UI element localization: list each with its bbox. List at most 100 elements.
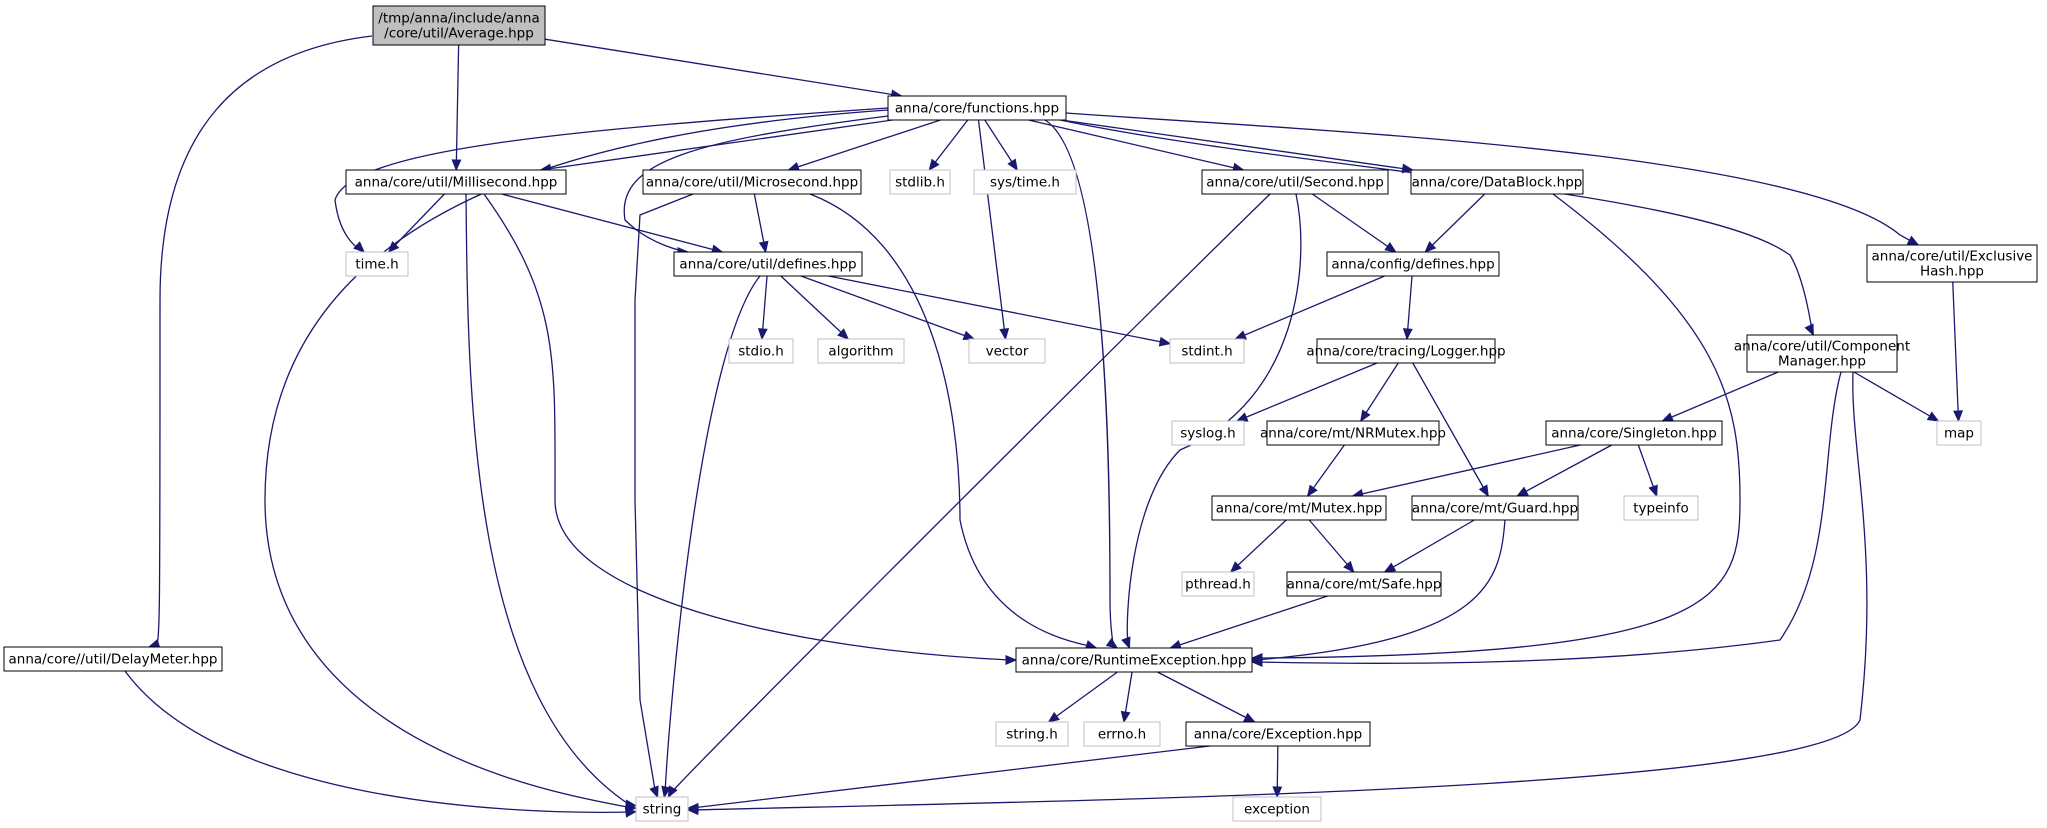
node-millisecond[interactable]: anna/core/util/Millisecond.hpp — [345, 169, 567, 195]
edge-arrowhead — [1401, 163, 1414, 174]
edge-line — [667, 193, 1271, 798]
node-logger[interactable]: anna/core/tracing/Logger.hpp — [1306, 338, 1506, 364]
edge-functions-to-exclusivehash — [1065, 112, 1920, 246]
edge-utildefines-to-vector — [800, 275, 976, 341]
node-singleton[interactable]: anna/core/Singleton.hpp — [1545, 420, 1723, 446]
edge-line — [1252, 519, 1506, 661]
edge-microsecond-to-utildefines — [753, 193, 769, 254]
edge-line — [1424, 193, 1486, 253]
node-label: anna/core/util/Component — [1734, 339, 1910, 355]
edge-millisecond-to-timeh — [387, 193, 445, 253]
edge-arrowhead — [1250, 655, 1263, 665]
node-label: anna/core/mt/Mutex.hpp — [1216, 501, 1383, 517]
node-label: exception — [1244, 802, 1310, 818]
node-label: map — [1944, 426, 1974, 442]
node-guard[interactable]: anna/core/mt/Guard.hpp — [1411, 495, 1579, 521]
edge-exception_hpp-to-string — [686, 745, 1211, 813]
node-box — [1746, 334, 1898, 373]
node-box — [1015, 647, 1253, 673]
edge-second-to-runtimeexception — [1121, 193, 1302, 650]
node-box — [1326, 251, 1500, 277]
node-box — [1211, 495, 1387, 521]
node-runtimeexception[interactable]: anna/core/RuntimeException.hpp — [1015, 647, 1253, 673]
node-microsecond[interactable]: anna/core/util/Microsecond.hpp — [642, 169, 862, 195]
edge-arrowhead — [1235, 412, 1249, 422]
node-label: anna/core/DataBlock.hpp — [1412, 175, 1583, 191]
edge-arrowhead — [1383, 562, 1397, 573]
edge-line — [1061, 119, 1413, 171]
node-box — [1623, 495, 1699, 521]
node-label: anna/core/mt/NRMutex.hpp — [1260, 426, 1446, 442]
node-utildefines[interactable]: anna/core/util/defines.hpp — [673, 251, 863, 277]
edge-guard-to-safe — [1383, 519, 1475, 573]
edge-line — [388, 193, 445, 253]
node-label: anna/core/util/Microsecond.hpp — [646, 175, 858, 191]
node-syslog: syslog.h — [1171, 420, 1245, 446]
node-second[interactable]: anna/core/util/Second.hpp — [1201, 169, 1389, 195]
edge-millisecond-to-runtimeexception — [483, 193, 1018, 665]
edge-microsecond-to-runtimeexception — [809, 193, 1098, 650]
node-label: syslog.h — [1180, 426, 1235, 442]
edge-line — [455, 44, 460, 171]
edge-arrowhead — [999, 327, 1010, 341]
edge-runtimeexception-to-errno — [1120, 671, 1133, 724]
edge-functions-to-timeh — [334, 107, 889, 253]
node-nrmutex[interactable]: anna/core/mt/NRMutex.hpp — [1260, 420, 1446, 446]
edge-line — [634, 193, 694, 798]
node-label: sys/time.h — [990, 175, 1060, 191]
node-algorithm: algorithm — [817, 338, 905, 364]
node-exception_hpp[interactable]: anna/core/Exception.hpp — [1185, 721, 1371, 747]
edge-line — [780, 275, 849, 340]
node-root[interactable]: /tmp/anna/include/anna/core/util/Average… — [372, 5, 546, 46]
node-label: anna/core/Singleton.hpp — [1551, 426, 1717, 442]
node-configdefines[interactable]: anna/config/defines.hpp — [1326, 251, 1500, 277]
edge-arrowhead — [928, 158, 940, 172]
edge-nrmutex-to-mutex — [1306, 444, 1345, 498]
node-box — [1201, 169, 1389, 195]
node-box — [887, 95, 1067, 121]
edge-utildefines-to-algorithm — [780, 275, 850, 340]
edge-line — [334, 107, 889, 253]
edge-line — [1853, 371, 1939, 422]
node-label: anna/core/mt/Safe.hpp — [1287, 577, 1442, 593]
edge-exception_hpp-to-exception — [1272, 745, 1283, 799]
edge-componentmanager-to-map — [1853, 371, 1940, 422]
node-safe[interactable]: anna/core/mt/Safe.hpp — [1286, 571, 1442, 597]
node-stdlib: stdlib.h — [889, 169, 951, 195]
edge-functions-to-microsecond — [787, 119, 941, 172]
node-box — [1936, 420, 1982, 446]
node-stdint: stdint.h — [1169, 338, 1245, 364]
node-delaymeter[interactable]: anna/core//util/DelayMeter.hpp — [3, 646, 223, 672]
node-typeinfo: typeinfo — [1623, 495, 1699, 521]
node-label: typeinfo — [1633, 501, 1688, 517]
edge-runtimeexception-to-exception_hpp — [1157, 671, 1256, 723]
node-box — [642, 169, 862, 195]
node-box — [1181, 571, 1255, 597]
node-datablock[interactable]: anna/core/DataBlock.hpp — [1410, 169, 1584, 195]
node-mutex[interactable]: anna/core/mt/Mutex.hpp — [1211, 495, 1387, 521]
edge-arrowhead — [353, 241, 366, 253]
edge-line — [465, 193, 637, 807]
node-stdio: stdio.h — [728, 338, 794, 364]
edge-functions-to-systime — [984, 119, 1018, 172]
node-label: algorithm — [828, 344, 893, 360]
edge-root-to-millisecond — [451, 44, 462, 172]
edge-arrowhead — [1661, 412, 1674, 422]
edge-arrowhead — [1005, 655, 1018, 665]
node-label: stdio.h — [738, 344, 784, 360]
node-label: /core/util/Average.hpp — [384, 26, 534, 42]
edge-line — [264, 109, 889, 809]
edge-arrowhead — [1234, 330, 1248, 340]
node-timeh: time.h — [345, 251, 409, 277]
node-label: anna/core/util/defines.hpp — [679, 257, 856, 273]
edge-arrowhead — [1424, 241, 1437, 253]
edge-line — [1952, 281, 1960, 422]
edge-line — [1157, 671, 1255, 723]
edge-functions-to-stdlib — [928, 119, 969, 172]
edge-arrowhead — [624, 799, 638, 810]
edge-arrowhead — [1478, 484, 1489, 498]
node-functions[interactable]: anna/core/functions.hpp — [887, 95, 1067, 121]
